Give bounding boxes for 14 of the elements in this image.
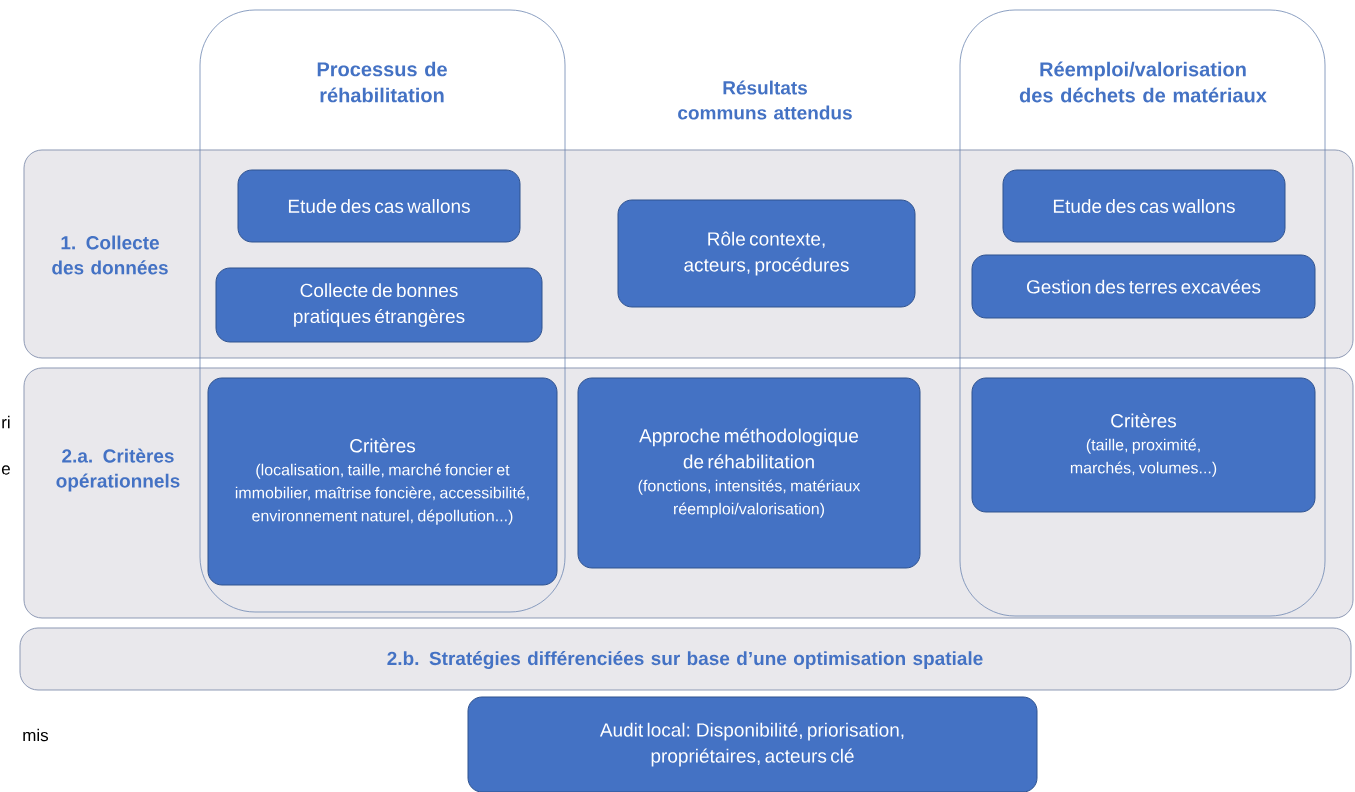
text-fragment: ri	[2, 415, 10, 429]
text-fragment: mis	[23, 728, 49, 742]
process-box: Approche méthodologique de réhabilitation (fonctions, intensités, matériaux réemploi/valorisation)	[577, 377, 921, 569]
process-box: Etude des cas wallons	[1002, 169, 1286, 243]
row-band: 2.b. Stratégies différenciées sur base d’une optimisation spatiale	[19, 627, 1352, 691]
process-box: Collecte de bonnes pratiques étrangères	[215, 267, 543, 343]
process-box: Rôle contexte, acteurs, procédures	[617, 199, 916, 308]
process-box: Gestion des terres excavées	[971, 254, 1316, 319]
process-box: Critères (taille, proximité, marchés, volumes...)	[971, 377, 1316, 513]
process-box: Etude des cas wallons	[237, 169, 521, 243]
text-fragment: e	[1, 465, 10, 475]
process-box: Audit local: Disponibilité, priorisation, propriétaires, acteurs clé	[467, 696, 1038, 792]
process-box: Critères (localisation, taille, marché foncier et immobilier, maîtrise foncière, accessibilité, environnement naturel, dépollution...)	[207, 377, 558, 586]
column-heading: Résultats communs attendus	[678, 80, 852, 120]
